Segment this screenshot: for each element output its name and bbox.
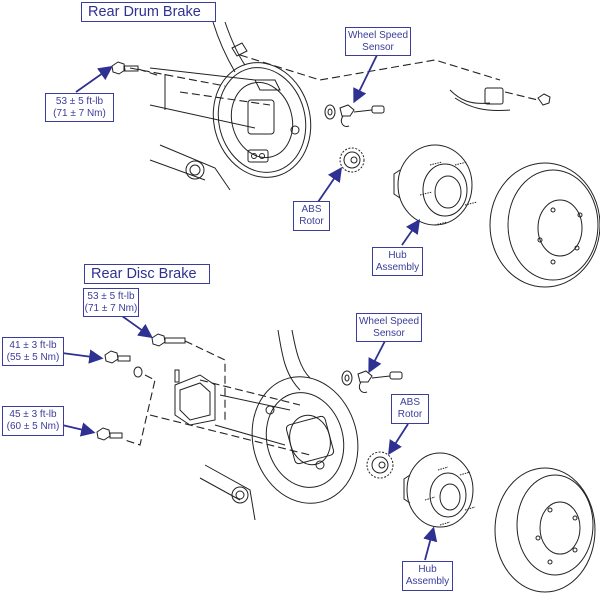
drum-torque-line2: (71 ± 7 Nm) [53,107,106,119]
disc-torque-mid-arrow [61,349,104,364]
disc-section-title: Rear Disc Brake [84,264,210,284]
drum-axle-beam [129,67,271,129]
disc-torque-low-arrow [61,422,96,437]
disc-wheel-speed-sensor-label: Wheel Speed Sensor [356,313,422,342]
drum-wheel-speed-sensor-part [324,104,385,127]
disc-hub-assembly-part [403,452,476,528]
disc-abs-line2: Rotor [397,409,423,420]
disc-torque-low-line2: (60 ± 5 Nm) [6,421,60,432]
disc-torque-top-label: 53 ± 5 ft-lb (71 ± 7 Nm) [83,288,139,317]
drum-hub-assembly-label: Hub Assembly [372,247,423,276]
disc-hub-line2: Assembly [405,576,450,587]
drum-section-title: Rear Drum Brake [81,2,216,22]
disc-torque-low-label: 45 ± 3 ft-lb (60 ± 5 Nm) [2,406,64,436]
drum-backing-plate [212,62,312,178]
drum-abs-line1: ABS [301,204,322,215]
disc-abs-rotor-label: ABS Rotor [391,394,429,424]
drum-hub-line2: Assembly [375,261,420,273]
brake-drum-part [489,162,600,288]
disc-wheel-speed-sensor-part [341,370,403,393]
disc-hub-assembly-label: Hub Assembly [402,561,453,591]
disc-torque-mid-line1: 41 ± 3 ft-lb [9,339,57,351]
disc-torque-mid-line2: (55 ± 5 Nm) [6,351,60,363]
disc-sensor-line1: Wheel Speed [358,315,420,327]
drum-abs-rotor-label: ABS Rotor [293,201,330,231]
drum-torque-arrow [75,65,113,93]
disc-axle-arm [199,329,311,521]
drum-sensor-line2: Sensor [362,41,394,53]
drum-hub-line1: Hub [388,249,407,261]
disc-torque-top-line2: (71 ± 7 Nm) [84,302,138,314]
drum-hub-arrow [401,219,421,246]
drum-mount-bolt [111,61,161,77]
disc-backing-plate [251,376,359,504]
drum-wheel-speed-sensor-label: Wheel Speed Sensor [345,27,411,56]
drum-sensor-arrow [353,54,378,104]
disc-abs-rotor-part [366,451,394,479]
disc-bolts [96,333,226,446]
drum-abs-rotor-part [339,147,365,173]
disc-torque-mid-label: 41 ± 3 ft-lb (55 ± 5 Nm) [2,337,64,366]
drum-sensor-line1: Wheel Speed [347,29,409,41]
disc-hub-line1: Hub [418,564,437,575]
drum-abs-line2: Rotor [299,216,324,227]
disc-torque-low-line1: 45 ± 3 ft-lb [9,409,57,420]
disc-caliper [174,369,216,426]
disc-torque-top-arrow [121,315,153,339]
drum-axle-arm [149,21,248,191]
drum-abs-arrow [317,167,343,203]
disc-torque-top-line1: 53 ± 5 ft-lb [87,290,135,302]
drum-hub-assembly-part [393,144,478,226]
drum-torque-label: 53 ± 5 ft-lb (71 ± 7 Nm) [45,93,114,122]
disc-sensor-line2: Sensor [373,327,405,339]
drum-torque-line1: 53 ± 5 ft-lb [55,95,104,107]
disc-sensor-arrow [368,340,386,374]
disc-hub-arrow [423,526,438,561]
disc-abs-line1: ABS [399,397,420,408]
disc-abs-arrow [388,423,409,456]
drum-brake-line-path [239,54,501,81]
brake-rotor-part [494,467,596,593]
drum-brake-hose [449,87,551,111]
disc-axle-beam [149,379,311,456]
